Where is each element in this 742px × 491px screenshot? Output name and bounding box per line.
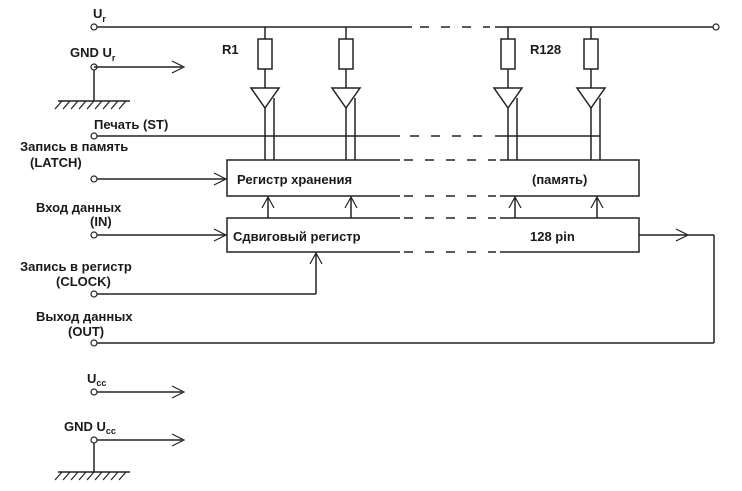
resistor-r1 [257,38,273,70]
gnd-ur-label: GND Ur [70,45,116,63]
shift-register-label: Сдвиговый регистр [233,229,361,244]
driver-channel-127 [492,27,524,160]
driver-triangle-icon [249,87,281,110]
latch-label-line1: Запись в память [20,139,128,154]
r128-label: R128 [530,42,561,57]
pin-count-label: 128 pin [530,229,575,244]
out-path [90,228,715,347]
driver-triangle-icon [330,87,362,110]
ur-rail [90,23,720,31]
latch-line [90,172,228,186]
in-label-line2: (IN) [90,214,112,229]
print-st-line [90,132,600,140]
r1-label: R1 [222,42,239,57]
resistor-r127 [500,38,516,70]
ground-hatch-icon [54,471,127,481]
gnd-ucc [54,433,186,481]
in-label-line1: Вход данных [36,200,122,215]
out-label-line2: (OUT) [68,324,104,339]
ucc-label: Ucc [87,371,106,388]
ur-end-terminal [712,23,720,31]
ur-terminal [90,23,98,31]
latch-label-line2: (LATCH) [30,155,82,170]
clock-line [90,251,323,298]
memory-label: (память) [532,172,587,187]
ground-hatch-icon [54,100,127,110]
driver-channel-2 [330,27,362,160]
driver-triangle-icon [492,87,524,110]
clock-label-line1: Запись в регистр [20,259,132,274]
gnd-ucc-label: GND Ucc [64,419,116,436]
clock-label-line2: (CLOCK) [56,274,111,289]
storage-register-label: Регистр хранения [237,172,352,187]
driver-channel-1 [249,27,281,160]
gnd-ur [54,60,186,110]
driver-triangle-icon [575,87,607,110]
in-line [90,228,228,242]
resistor-r128 [583,38,599,70]
storage-register-block [226,159,640,197]
transfer-arrows [261,195,604,218]
ucc-line [90,385,186,399]
driver-channel-128 [575,27,607,160]
ur-label: Ur [93,6,106,24]
print-st-label: Печать (ST) [94,117,168,132]
out-label-line1: Выход данных [36,309,133,324]
resistor-r2 [338,38,354,70]
